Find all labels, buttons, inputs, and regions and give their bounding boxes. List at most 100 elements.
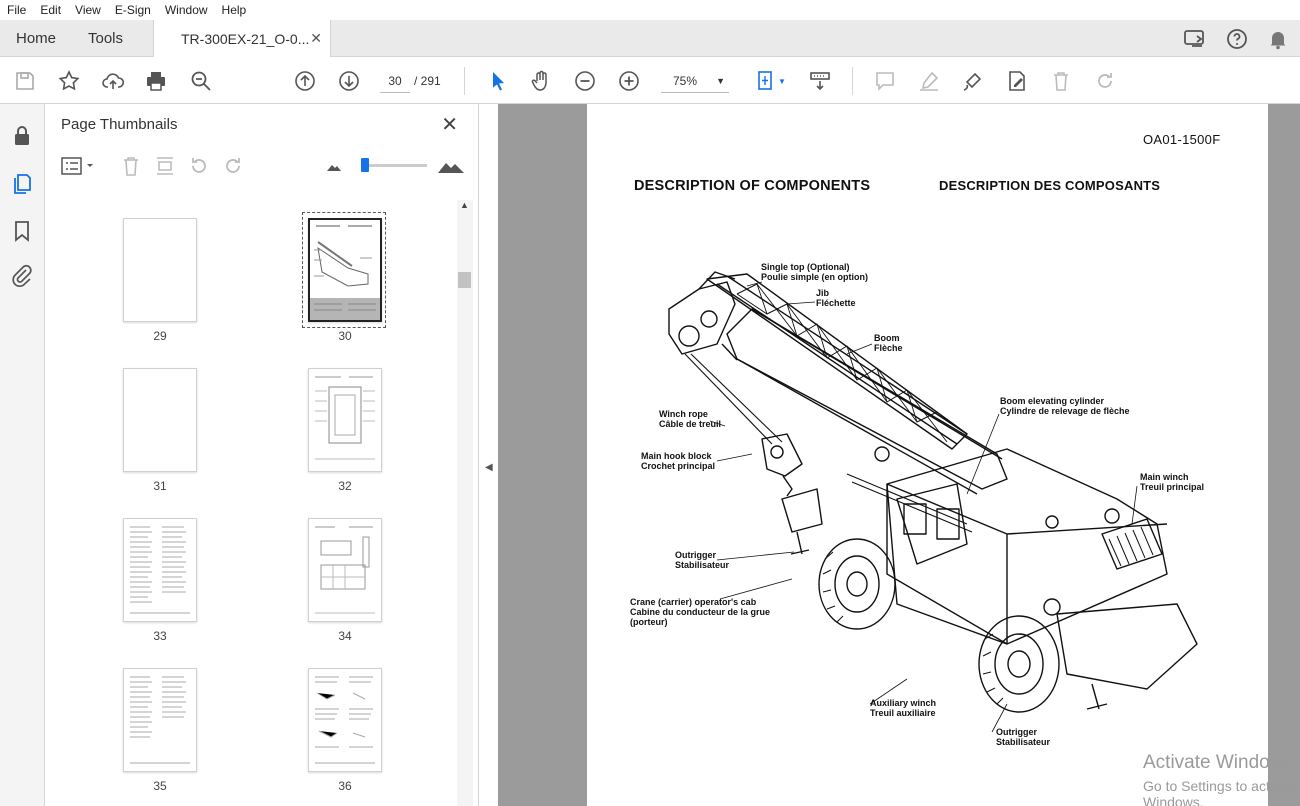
document-page: OA01-1500F DESCRIPTION OF COMPONENTS DES…: [587, 104, 1268, 806]
thumbnail-page[interactable]: [308, 518, 382, 622]
chevron-left-icon: ◀: [485, 462, 493, 473]
panel-title: Page Thumbnails: [61, 116, 178, 133]
activate-windows-title: Activate Windows: [1143, 752, 1293, 773]
scrollbar-thumb[interactable]: [458, 272, 471, 288]
zoom-level-select[interactable]: 75%▼: [661, 69, 729, 93]
upload-cloud-icon[interactable]: [100, 68, 126, 94]
thumbnails-panel: Page Thumbnails ✕ 29 30: [45, 104, 479, 806]
close-icon[interactable]: ✕: [441, 114, 458, 136]
thumbnail-page[interactable]: [123, 218, 197, 322]
menu-bar: File Edit View E-Sign Window Help: [0, 0, 1300, 20]
thumbnail-page[interactable]: [308, 668, 382, 772]
thumbnail-scrollbar[interactable]: [457, 200, 473, 806]
document-code: OA01-1500F: [1143, 132, 1221, 147]
close-icon[interactable]: ✕: [310, 30, 322, 46]
tab-document-title: TR-300EX-21_O-0...: [181, 31, 310, 47]
tab-tools[interactable]: Tools: [88, 30, 124, 47]
bookmark-star-icon[interactable]: [56, 68, 82, 94]
menu-file[interactable]: File: [7, 3, 27, 17]
thumbnail-page[interactable]: [123, 518, 197, 622]
thumbnail-page-current[interactable]: [308, 218, 382, 324]
toolbar-divider: [852, 67, 853, 95]
thumbnail-preview: [315, 676, 375, 764]
heading-english: DESCRIPTION OF COMPONENTS: [634, 178, 871, 194]
save-icon[interactable]: [12, 68, 38, 94]
menu-view[interactable]: View: [75, 3, 101, 17]
page-thumbnails-icon[interactable]: [10, 172, 34, 196]
thumbnail-label: 31: [153, 479, 167, 493]
thumbnail-label: 35: [153, 779, 167, 793]
chevron-down-icon: ▼: [716, 76, 725, 86]
delete-trash-icon[interactable]: [1048, 68, 1074, 94]
extract-page-icon[interactable]: [153, 154, 177, 178]
thumbnail-page[interactable]: [123, 668, 197, 772]
page-number-input[interactable]: 30: [380, 69, 410, 93]
thumbnail-label: 34: [338, 629, 352, 643]
toolbar-divider: [464, 67, 465, 95]
panel-collapse-handle[interactable]: ◀: [480, 104, 498, 806]
thumbnail-label: 29: [153, 329, 167, 343]
thumbnail-label: 33: [153, 629, 167, 643]
highlight-pen-icon[interactable]: [916, 68, 942, 94]
left-navigation-rail: [0, 104, 45, 806]
tab-document[interactable]: TR-300EX-21_O-0... ✕: [153, 20, 331, 58]
thumbnail-larger-icon[interactable]: [437, 154, 465, 178]
notification-bell-icon[interactable]: [1266, 27, 1290, 51]
thumbnail-size-slider[interactable]: [365, 164, 427, 167]
zoom-out-icon[interactable]: [572, 68, 598, 94]
thumbnail-page[interactable]: [308, 368, 382, 472]
bookmark-icon[interactable]: [10, 219, 34, 243]
share-screen-icon[interactable]: [1183, 27, 1207, 51]
heading-french: DESCRIPTION DES COMPOSANTS: [939, 178, 1161, 193]
thumbnail-label: 32: [338, 479, 352, 493]
draw-pen-icon[interactable]: [960, 68, 986, 94]
thumbnail-list: 29 30 31 32: [45, 204, 457, 806]
zoom-in-icon[interactable]: [616, 68, 642, 94]
main-toolbar: 30 / 291 75%▼ ▼: [0, 57, 1300, 104]
menu-help[interactable]: Help: [221, 3, 247, 17]
previous-page-icon[interactable]: [292, 68, 318, 94]
rotate-right-icon[interactable]: [221, 154, 245, 178]
scroll-mode-icon[interactable]: [807, 68, 833, 94]
menu-edit[interactable]: Edit: [40, 3, 62, 17]
comment-icon[interactable]: [872, 68, 898, 94]
zoom-search-icon[interactable]: [188, 68, 214, 94]
print-icon[interactable]: [143, 68, 169, 94]
lock-icon[interactable]: [10, 124, 34, 148]
redo-icon[interactable]: [1092, 68, 1118, 94]
thumbnail-preview: [315, 526, 375, 614]
thumbnail-toolbar: [45, 146, 479, 186]
thumbnail-options-icon[interactable]: [61, 154, 97, 178]
rotate-left-icon[interactable]: [187, 154, 211, 178]
document-viewer[interactable]: OA01-1500F DESCRIPTION OF COMPONENTS DES…: [498, 104, 1300, 806]
chevron-up-icon[interactable]: ▲: [460, 200, 469, 210]
hand-tool-icon[interactable]: [528, 68, 554, 94]
fit-page-icon[interactable]: ▼: [752, 68, 788, 94]
menu-window[interactable]: Window: [164, 3, 208, 17]
next-page-icon[interactable]: [336, 68, 362, 94]
page-total: / 291: [414, 74, 441, 88]
tab-home[interactable]: Home: [16, 30, 57, 47]
select-cursor-icon[interactable]: [485, 68, 511, 94]
thumbnail-page[interactable]: [123, 368, 197, 472]
crane-illustration: [668, 271, 1198, 733]
attachment-icon[interactable]: [10, 264, 34, 288]
edit-document-icon[interactable]: [1004, 68, 1030, 94]
activate-windows-subtitle: Go to Settings to activate Windows.: [1143, 778, 1300, 806]
menu-esign[interactable]: E-Sign: [114, 3, 151, 17]
thumbnail-preview: [130, 526, 190, 614]
tab-bar: Home Tools TR-300EX-21_O-0... ✕: [0, 20, 1300, 58]
thumbnail-smaller-icon[interactable]: [325, 154, 343, 178]
help-icon[interactable]: [1225, 27, 1249, 51]
thumbnail-preview: [310, 220, 380, 324]
delete-page-icon[interactable]: [119, 154, 143, 178]
slider-handle[interactable]: [361, 158, 369, 172]
